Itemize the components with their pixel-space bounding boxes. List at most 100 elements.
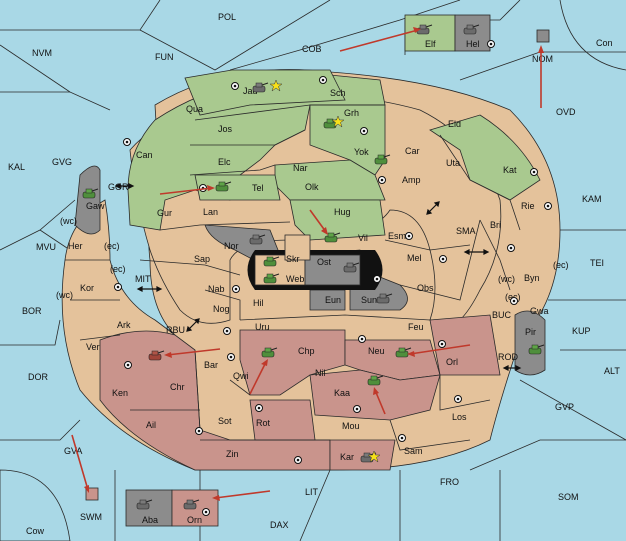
province-bar: Bar — [204, 360, 218, 370]
province-skr: Skr — [286, 254, 300, 264]
order-arrow-icon — [538, 45, 544, 108]
sea-label-gvg: GVG — [52, 157, 72, 167]
province-qwi: Qwi — [233, 371, 249, 381]
province-obs: Obs — [417, 283, 434, 293]
tank-icon — [261, 347, 278, 358]
province-ost: Ost — [317, 257, 332, 267]
sea-label-sma: SMA — [456, 226, 476, 236]
province-qua: Qua — [186, 104, 203, 114]
sea-label-gvp: GVP — [555, 402, 574, 412]
province-hel: Hel — [466, 39, 480, 49]
order-arrow-icon — [164, 348, 221, 358]
province-bri: Bri — [490, 220, 501, 230]
tank-icon — [463, 24, 480, 35]
tank-icon — [249, 234, 266, 245]
sea-label-gva: GVA — [64, 446, 82, 456]
province-sam: Sam — [404, 446, 423, 456]
tank-icon — [323, 118, 340, 129]
sea-label-cow: Cow — [26, 526, 45, 536]
province-sun: Sun — [361, 295, 377, 305]
tank-icon — [367, 375, 384, 386]
province-nab: Nab — [208, 284, 225, 294]
province-gur: Gur — [157, 208, 172, 218]
province-chp: Chp — [298, 346, 315, 356]
double-arrows — [114, 183, 522, 371]
province-vil: Vil — [358, 233, 368, 243]
sea-label-ovd: OVD — [556, 107, 576, 117]
province-eun: Eun — [325, 295, 341, 305]
province-nil: Nil — [315, 368, 326, 378]
sea-label-pol: POL — [218, 12, 236, 22]
province-mou: Mou — [342, 421, 360, 431]
tank-icon — [148, 350, 165, 361]
supply-centers — [114, 40, 552, 516]
supply-center-icon — [202, 508, 210, 516]
order-arrow-icon — [249, 359, 268, 395]
sea-labels: POL NVM FUN COB Con NOM OVD KAL GVG GOR … — [8, 12, 620, 536]
supply-center-icon — [353, 405, 361, 413]
coast-wc-byn: (wc) — [498, 274, 515, 284]
double-arrow-icon — [463, 249, 490, 255]
sea-label-rbu: RBU — [166, 325, 185, 335]
order-arrow-icon — [309, 209, 328, 235]
star-icon — [367, 450, 381, 463]
supply-center-icon — [487, 40, 495, 48]
province-hug: Hug — [334, 207, 351, 217]
supply-center-icon — [232, 285, 240, 293]
coast-ec-gwa: (ec) — [505, 292, 521, 302]
province-chr: Chr — [170, 382, 185, 392]
order-arrow-icon — [407, 344, 471, 357]
province-car: Car — [405, 146, 420, 156]
tank-icon — [343, 262, 360, 273]
double-arrow-icon — [426, 201, 440, 215]
hel-island — [454, 14, 491, 52]
province-uta: Uta — [446, 158, 460, 168]
sea-label-cob: COB — [302, 44, 322, 54]
province-aba: Aba — [142, 515, 158, 525]
sea-label-nvm: NVM — [32, 48, 52, 58]
star-icon — [269, 79, 283, 92]
province-ail: Ail — [146, 420, 156, 430]
province-los: Los — [452, 412, 467, 422]
supply-center-icon — [358, 335, 366, 343]
stars — [269, 79, 381, 463]
elf-island — [404, 14, 456, 52]
tank-icon — [324, 232, 341, 243]
sea-label-kam: KAM — [582, 194, 602, 204]
province-web: Web — [286, 274, 304, 284]
units — [82, 24, 545, 510]
province-kaa: Kaa — [334, 388, 350, 398]
double-arrow-icon — [502, 365, 522, 371]
province-sap: Sap — [194, 254, 210, 264]
province-feu: Feu — [408, 322, 424, 332]
province-can: Can — [136, 150, 153, 160]
tank-icon — [376, 293, 393, 304]
coast-ec-byn: (ec) — [553, 260, 569, 270]
supply-center-icon — [294, 456, 302, 464]
tank-icon — [252, 82, 269, 93]
province-amp: Amp — [402, 175, 421, 185]
sea-label-dax: DAX — [270, 520, 289, 530]
province-hil: Hil — [253, 298, 264, 308]
province-kat: Kat — [503, 165, 517, 175]
sea-label-mvu: MVU — [36, 242, 56, 252]
province-ken: Ken — [112, 388, 128, 398]
double-arrow-icon — [186, 318, 200, 332]
supply-center-icon — [319, 76, 327, 84]
order-arrow-icon — [71, 434, 89, 493]
tank-icon — [528, 344, 545, 355]
tank-icon — [215, 181, 232, 192]
landmass — [61, 69, 561, 471]
tank-icon — [263, 256, 280, 267]
supply-center-icon — [114, 283, 122, 291]
province-her: Her — [68, 241, 83, 251]
province-neu: Neu — [368, 346, 385, 356]
sea-label-bor: BOR — [22, 306, 42, 316]
province-orl: Orl — [446, 357, 458, 367]
province-jos: Jos — [218, 124, 233, 134]
sea-label-lit: LIT — [305, 487, 319, 497]
province-jad: Jad — [243, 86, 258, 96]
province-olk: Olk — [305, 182, 319, 192]
province-yok: Yok — [354, 147, 369, 157]
